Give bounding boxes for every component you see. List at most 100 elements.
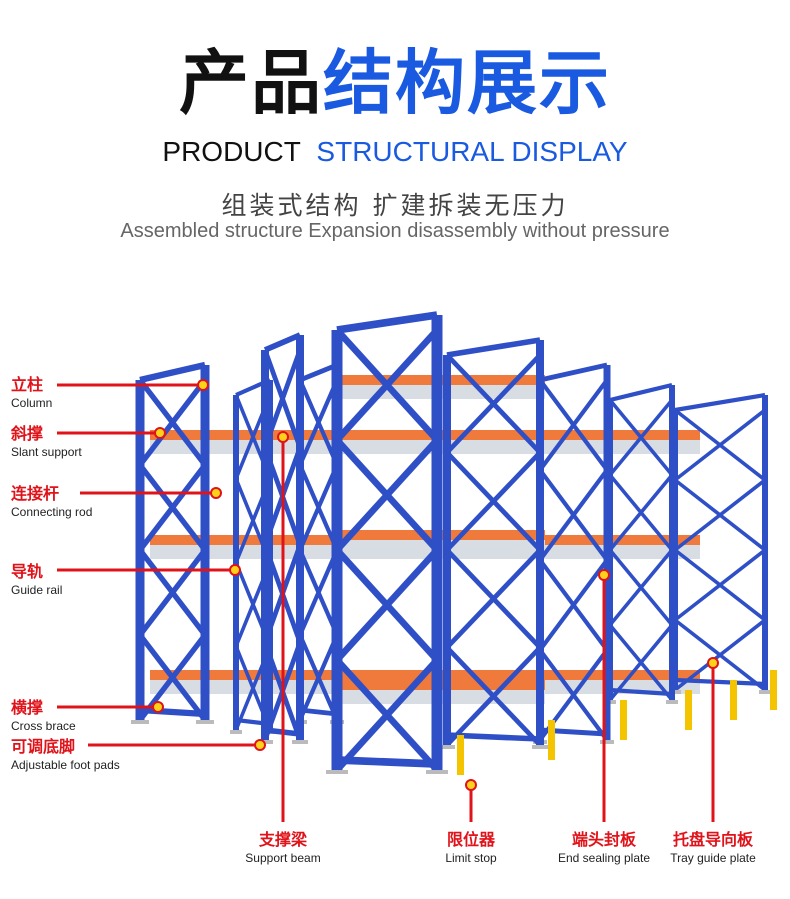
column — [431, 315, 443, 770]
slant-support — [608, 623, 674, 702]
cross-brace — [336, 756, 438, 768]
slant-support — [334, 657, 440, 773]
cross-brace — [674, 677, 766, 687]
foot-pad — [532, 745, 548, 749]
callout-dot — [197, 379, 209, 391]
slant-support — [673, 408, 767, 482]
column — [536, 340, 544, 745]
callout-dot — [254, 739, 266, 751]
cross-brace — [299, 707, 338, 717]
column — [443, 355, 451, 745]
column — [331, 330, 343, 770]
limit-stop — [685, 690, 692, 730]
slant-support — [137, 463, 208, 552]
support-beam — [150, 430, 700, 440]
foot-pad — [759, 690, 771, 694]
foot-pad — [131, 720, 149, 724]
label-cn: 导轨 — [11, 562, 44, 581]
foot-pad — [426, 770, 448, 774]
slant-support — [608, 548, 674, 627]
cross-brace — [336, 311, 438, 334]
limit-stop — [548, 720, 555, 760]
slant-support — [538, 468, 609, 562]
slant-support — [673, 548, 767, 622]
title-blue: 结构展示 — [323, 42, 611, 124]
limit-stop — [730, 680, 737, 720]
foot-pad — [600, 740, 614, 744]
slant-support — [137, 378, 208, 467]
label-cn: 立柱 — [11, 375, 44, 394]
foot-pad — [292, 740, 308, 744]
label-cn: 连接杆 — [11, 484, 60, 503]
cross-brace — [539, 362, 608, 383]
slant-support — [137, 548, 208, 637]
label-en: Adjustable foot pads — [11, 758, 120, 772]
cross-brace — [263, 332, 302, 353]
label-en: Column — [11, 396, 53, 410]
limit-stop — [770, 670, 777, 710]
label-cn: 托盘导向板 — [672, 830, 754, 849]
callout-dot — [210, 487, 222, 499]
english-title-black: PRODUCT — [162, 136, 301, 167]
callout-dot — [465, 779, 477, 791]
label-guide-rail: 导轨 Guide rail — [11, 562, 62, 598]
label-connecting-rod: 连接杆 Connecting rod — [11, 484, 92, 520]
label-en: Connecting rod — [11, 505, 93, 519]
column — [261, 350, 269, 740]
label-cn: 可调底脚 — [11, 737, 76, 756]
label-cn: 端头封板 — [571, 830, 637, 849]
label-en: Guide rail — [11, 583, 63, 597]
slant-support — [298, 549, 339, 636]
label-end-sealing-plate: 端头封板 End sealing plate — [558, 830, 650, 866]
slant-support — [445, 645, 542, 747]
limit-stop — [620, 700, 627, 740]
column — [762, 395, 768, 690]
slant-support — [538, 558, 609, 652]
subtitle-chinese: 组装式结构 扩建拆装无压力 — [221, 191, 569, 220]
title-black: 产品 — [179, 42, 323, 124]
cross-brace — [139, 361, 206, 384]
column — [296, 335, 304, 740]
foot-pad — [666, 700, 678, 704]
callout-dot — [154, 427, 166, 439]
slant-support — [298, 379, 339, 466]
slant-support — [538, 378, 609, 472]
slant-support — [298, 634, 339, 721]
label-en: Cross brace — [11, 719, 76, 733]
slant-support — [445, 450, 542, 552]
foot-pad — [196, 720, 214, 724]
slant-support — [334, 437, 440, 553]
slant-support — [334, 327, 440, 443]
page-title: 产品结构展示 — [0, 38, 790, 128]
slant-support — [608, 473, 674, 552]
label-en: Slant support — [11, 445, 82, 459]
limit-stop — [457, 735, 464, 775]
slant-support — [608, 398, 674, 477]
label-cross-brace: 横撑 Cross brace — [11, 698, 76, 734]
column — [603, 365, 611, 740]
cross-brace — [446, 337, 541, 358]
label-en: End sealing plate — [557, 851, 651, 865]
slant-support — [445, 353, 542, 455]
label-cn: 斜撑 — [11, 424, 44, 443]
label-column: 立柱 Column — [11, 375, 52, 411]
slant-support — [334, 547, 440, 663]
callout-dot — [277, 431, 289, 443]
subtitle-english: Assembled structure Expansion disassembl… — [120, 220, 670, 242]
slant-support — [673, 478, 767, 552]
slant-support — [673, 618, 767, 692]
foot-pad — [326, 770, 348, 774]
callout-dot — [152, 701, 164, 713]
label-cn: 横撑 — [11, 698, 44, 717]
slant-support — [262, 349, 303, 449]
column — [233, 395, 239, 730]
callout-dot — [707, 657, 719, 669]
guide-rail — [150, 440, 700, 454]
label-cn: 支撑梁 — [258, 830, 308, 849]
callout-dot — [598, 569, 610, 581]
column — [669, 385, 675, 700]
cross-brace — [609, 382, 673, 403]
